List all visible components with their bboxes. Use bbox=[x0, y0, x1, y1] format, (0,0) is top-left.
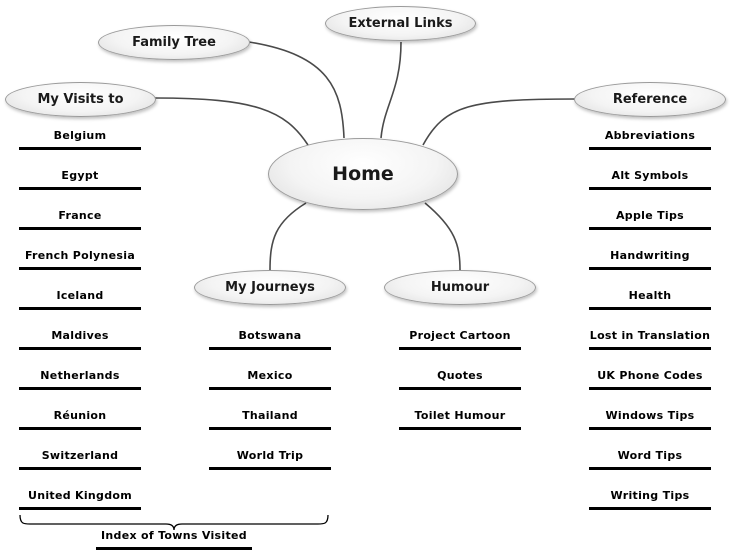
journey-link-world-trip[interactable]: World Trip bbox=[209, 446, 331, 470]
connector-family-tree bbox=[248, 41, 345, 139]
visit-link-reunion[interactable]: Réunion bbox=[19, 406, 141, 430]
index-of-towns-link[interactable]: Index of Towns Visited bbox=[96, 526, 252, 550]
node-home[interactable]: Home bbox=[268, 138, 458, 210]
reference-link-windows-tips[interactable]: Windows Tips bbox=[589, 406, 711, 430]
visit-link-netherlands[interactable]: Netherlands bbox=[19, 366, 141, 390]
reference-link-handwriting[interactable]: Handwriting bbox=[589, 246, 711, 270]
humour-link-quotes[interactable]: Quotes bbox=[399, 366, 521, 390]
reference-link-alt-symbols[interactable]: Alt Symbols bbox=[589, 166, 711, 190]
visit-link-maldives[interactable]: Maldives bbox=[19, 326, 141, 350]
humour-link-toilet-humour[interactable]: Toilet Humour bbox=[399, 406, 521, 430]
journey-link-thailand[interactable]: Thailand bbox=[209, 406, 331, 430]
humour-link-project-cartoon[interactable]: Project Cartoon bbox=[399, 326, 521, 350]
reference-link-word-tips[interactable]: Word Tips bbox=[589, 446, 711, 470]
visit-link-united-kingdom[interactable]: United Kingdom bbox=[19, 486, 141, 510]
node-humour[interactable]: Humour bbox=[384, 270, 536, 305]
connector-external-links bbox=[380, 41, 402, 139]
reference-link-abbreviations[interactable]: Abbreviations bbox=[589, 126, 711, 150]
connector-my-visits bbox=[154, 97, 309, 146]
visit-link-egypt[interactable]: Egypt bbox=[19, 166, 141, 190]
node-my-journeys[interactable]: My Journeys bbox=[194, 270, 346, 305]
connector-my-journeys bbox=[269, 202, 307, 271]
node-external-links[interactable]: External Links bbox=[325, 6, 476, 41]
visit-link-belgium[interactable]: Belgium bbox=[19, 126, 141, 150]
connector-reference bbox=[422, 98, 577, 146]
visit-link-france[interactable]: France bbox=[19, 206, 141, 230]
node-family-tree[interactable]: Family Tree bbox=[98, 25, 250, 60]
reference-link-health[interactable]: Health bbox=[589, 286, 711, 310]
node-my-visits-to[interactable]: My Visits to bbox=[5, 82, 156, 117]
reference-link-uk-phone-codes[interactable]: UK Phone Codes bbox=[589, 366, 711, 390]
journey-link-mexico[interactable]: Mexico bbox=[209, 366, 331, 390]
reference-link-apple-tips[interactable]: Apple Tips bbox=[589, 206, 711, 230]
node-reference[interactable]: Reference bbox=[574, 82, 726, 117]
connector-humour bbox=[424, 202, 461, 271]
reference-link-lost-in-translation[interactable]: Lost in Translation bbox=[589, 326, 711, 350]
reference-link-writing-tips[interactable]: Writing Tips bbox=[589, 486, 711, 510]
visit-link-switzerland[interactable]: Switzerland bbox=[19, 446, 141, 470]
journey-link-botswana[interactable]: Botswana bbox=[209, 326, 331, 350]
index-brace bbox=[19, 514, 329, 531]
visit-link-french-polynesia[interactable]: French Polynesia bbox=[19, 246, 141, 270]
visit-link-iceland[interactable]: Iceland bbox=[19, 286, 141, 310]
